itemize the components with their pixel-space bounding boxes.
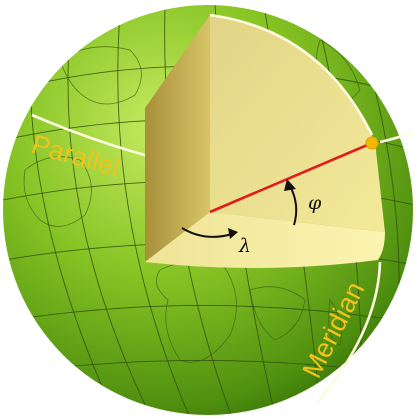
cutaway-meridian-face [210,15,385,232]
parallel-line-right [379,130,415,144]
latitude-arrow [284,179,298,226]
meridian-line [209,13,374,136]
cutaway-equator-floor [145,212,385,269]
latitude-symbol: φ [308,192,322,214]
radius-line [209,141,373,214]
surface-point [365,136,379,150]
parallel-line [31,113,156,160]
cutaway-wall [145,15,210,262]
longitude-symbol: λ [238,235,251,257]
longitude-arrow [181,227,238,239]
meridian-line-lower [317,261,382,403]
